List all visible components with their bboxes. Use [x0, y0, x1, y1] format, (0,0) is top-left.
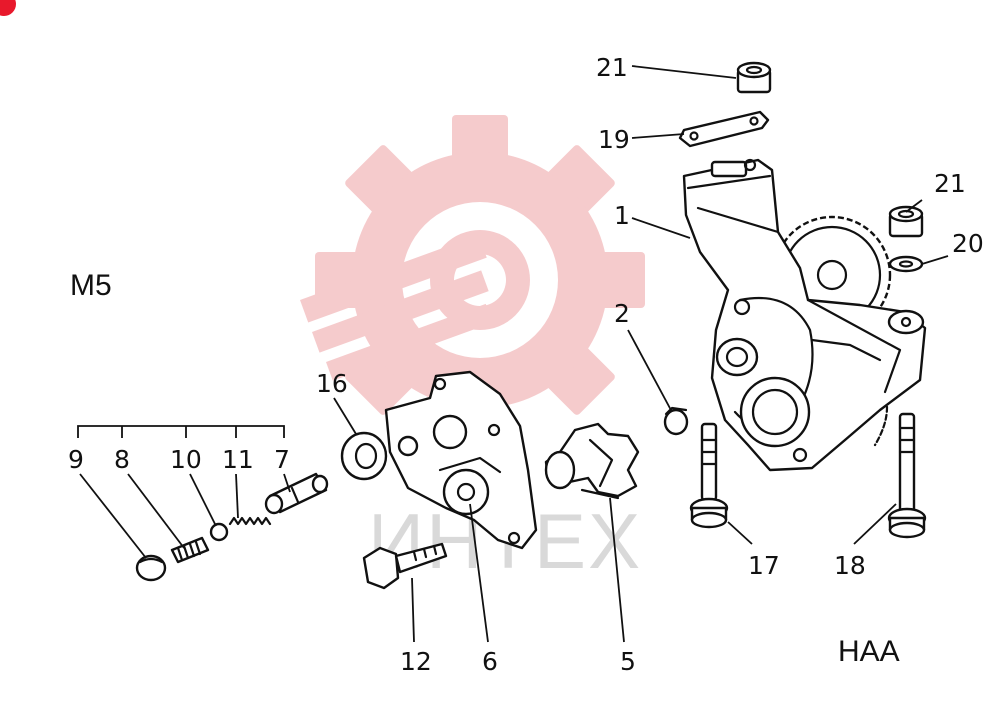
callout-1: 1	[614, 201, 630, 230]
pump-cover-part	[384, 370, 538, 550]
plug-part	[663, 406, 689, 436]
callout-16: 16	[316, 369, 348, 398]
callout-10: 10	[170, 445, 202, 474]
callout-12: 12	[400, 647, 432, 676]
corner-mark	[0, 0, 16, 16]
variant-code: HAA	[838, 635, 900, 668]
bushing-part-2	[888, 205, 924, 238]
callout-19: 19	[598, 125, 630, 154]
washer-part	[888, 255, 924, 273]
callout-8: 8	[114, 445, 130, 474]
valve-piston-part	[264, 472, 329, 515]
spring-part	[170, 536, 210, 564]
callout-6: 6	[482, 647, 498, 676]
long-bolt-part-2	[887, 412, 927, 539]
callout-17: 17	[748, 551, 780, 580]
watermark-gear-wrench-icon	[300, 115, 645, 445]
callout-5: 5	[620, 647, 636, 676]
bushing-part	[736, 61, 772, 94]
long-bolt-part	[689, 422, 729, 529]
callout-7: 7	[274, 445, 290, 474]
callout-20: 20	[952, 229, 984, 258]
rotor-part	[544, 422, 640, 500]
ring-part	[340, 431, 388, 481]
callout-21-top: 21	[596, 53, 628, 82]
leader-lines	[77, 65, 949, 643]
pump-housing-part	[682, 158, 927, 472]
callout-2: 2	[614, 299, 630, 328]
bolt-part	[362, 542, 448, 590]
small-spring-part	[228, 516, 272, 526]
callout-21-right: 21	[934, 169, 966, 198]
callout-11: 11	[222, 445, 254, 474]
gasket-part	[678, 110, 770, 148]
cap-part	[135, 554, 167, 582]
callout-18: 18	[834, 551, 866, 580]
ball-part	[209, 522, 229, 542]
callout-9: 9	[68, 445, 84, 474]
model-code: M5	[70, 269, 112, 302]
